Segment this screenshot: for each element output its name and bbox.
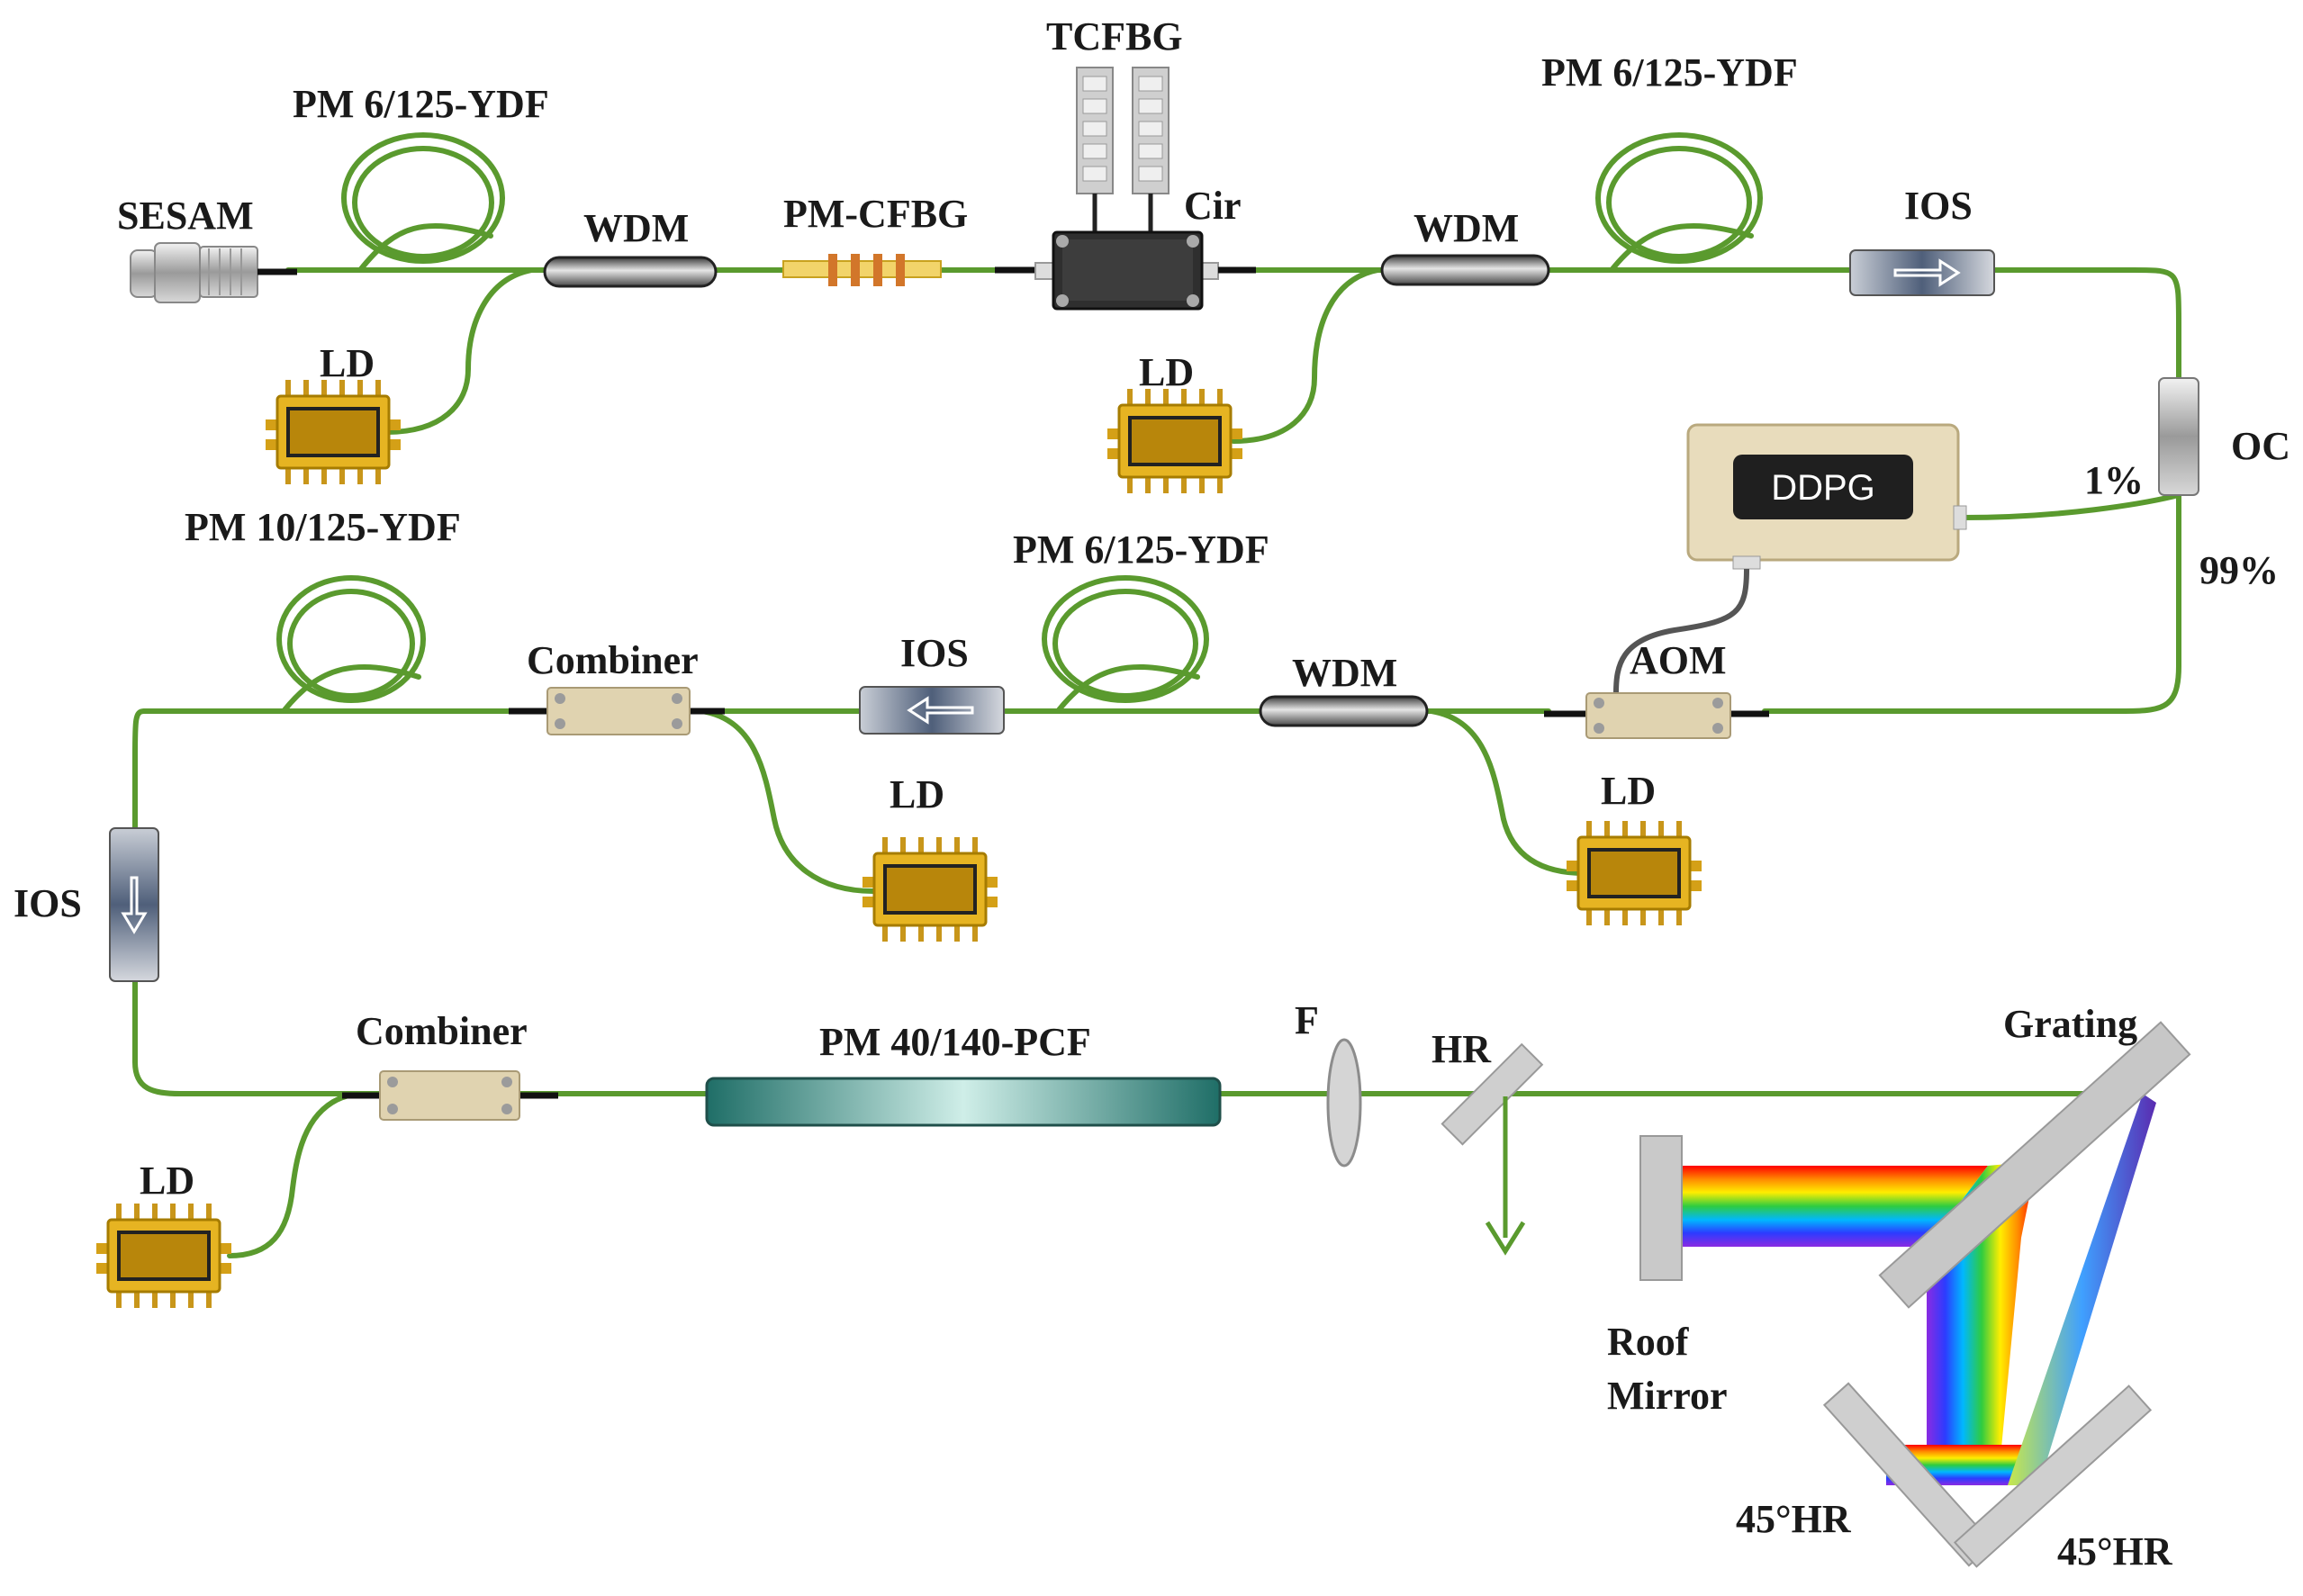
ydf-top-left-label: PM 6/125-YDF — [293, 82, 549, 126]
combiner-1 — [509, 687, 725, 735]
ddpg-label: DDPG — [1771, 468, 1875, 508]
wdm-2-label: WDM — [1413, 206, 1519, 250]
ld-3-label: LD — [890, 772, 944, 816]
rf-cable — [1613, 568, 1749, 694]
wdm-3-label: WDM — [1292, 651, 1397, 695]
ld-5 — [96, 1204, 231, 1308]
hr45-label-2: 45°HR — [2057, 1529, 2173, 1573]
ld-3 — [862, 837, 998, 942]
ld-1 — [266, 380, 401, 484]
pcf-label: PM 40/140-PCF — [819, 1020, 1091, 1064]
roof-mirror-label-1: Roof — [1607, 1320, 1690, 1364]
ios-3-label: IOS — [14, 881, 82, 925]
ld-1-label: LD — [320, 341, 375, 385]
aom-label: AOM — [1630, 638, 1727, 682]
hr-mirror — [1441, 1042, 1544, 1146]
cir-label: Cir — [1184, 184, 1242, 228]
wdm-3 — [1259, 695, 1429, 727]
isolator-3 — [109, 827, 159, 982]
roof-mirror — [1639, 1135, 1683, 1281]
tcfbg — [1076, 67, 1170, 234]
isolator-2 — [859, 686, 1005, 735]
f-label: F — [1295, 998, 1319, 1042]
ld-4-label: LD — [1601, 769, 1656, 813]
pct-1-label: 1% — [2084, 458, 2144, 502]
wdm-1-label: WDM — [583, 206, 689, 250]
combiner-2-label: Combiner — [356, 1009, 528, 1053]
circulator — [1034, 230, 1256, 311]
ios-1-label: IOS — [1904, 184, 1973, 228]
sesam-label: SESAM — [117, 194, 254, 238]
wdm-2 — [1380, 254, 1550, 286]
combiner-1-label: Combiner — [527, 638, 699, 682]
ydf-mid-left-label: PM 10/125-YDF — [185, 505, 461, 549]
grating — [1878, 1021, 2191, 1309]
ld-2 — [1107, 389, 1242, 493]
hr45-mirror-pair — [1822, 1382, 2153, 1568]
ydf-mid-label: PM 6/125-YDF — [1013, 527, 1269, 572]
arrow-icon — [1893, 258, 1961, 287]
sesam — [130, 242, 297, 303]
oc-label: OC — [2231, 424, 2290, 468]
output-coupler — [2158, 377, 2199, 496]
pct-99-label: 99% — [2199, 548, 2279, 592]
ld-5-label: LD — [140, 1159, 194, 1203]
wdm-1 — [543, 256, 718, 288]
tcfbg-label: TCFBG — [1046, 14, 1183, 59]
lens-f — [1326, 1038, 1362, 1168]
isolator-1 — [1849, 249, 1995, 296]
roof-mirror-label-2: Mirror — [1607, 1374, 1728, 1418]
fiber-paths — [132, 132, 2181, 1258]
pcf — [705, 1077, 1222, 1127]
ddpg-box: DDPG — [1686, 423, 1967, 570]
ios-2-label: IOS — [900, 631, 969, 675]
ld-4 — [1567, 821, 1702, 925]
ld-2-label: LD — [1139, 350, 1194, 394]
pm-cfbg — [782, 254, 1035, 286]
down-arrow-icon — [121, 876, 148, 934]
hr-label: HR — [1431, 1027, 1492, 1071]
arrow-icon — [907, 696, 974, 725]
cfbg-label: PM-CFBG — [783, 192, 968, 236]
down-arrow-icon — [1485, 1221, 1526, 1256]
ydf-top-right-label: PM 6/125-YDF — [1541, 50, 1798, 95]
aom — [1544, 692, 1769, 739]
hr45-label-1: 45°HR — [1736, 1497, 1852, 1541]
combiner-2 — [342, 1070, 558, 1121]
grating-label: Grating — [2003, 1002, 2137, 1046]
